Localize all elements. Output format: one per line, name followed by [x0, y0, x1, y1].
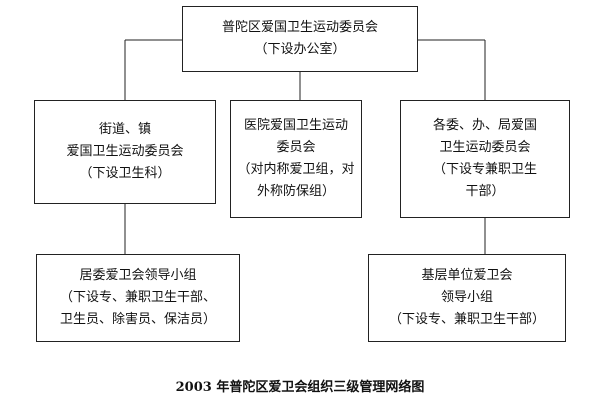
- node-text-line: （下设专兼职卫生: [432, 162, 537, 177]
- node-text-line: 街道、镇: [98, 122, 151, 137]
- node-grassroots-unit-group: 基层单位爱卫会 领导小组 （下设专、兼职卫生干部）: [368, 254, 566, 342]
- node-text-line: 领导小组: [440, 290, 493, 305]
- node-text-line: 医院爱国卫生运动: [243, 118, 348, 133]
- node-hospital-committee: 医院爱国卫生运动 委员会 （对内称爱卫组，对 外称防保组）: [230, 100, 362, 218]
- node-text-line: （下设办公室）: [254, 42, 346, 57]
- node-text-line: （下设专、兼职卫生干部）: [388, 312, 545, 327]
- node-text-line: 基层单位爱卫会: [421, 268, 513, 283]
- figure-caption: 2003 年普陀区爱卫会组织三级管理网络图: [175, 380, 425, 395]
- node-residents-committee-group: 居委爱卫会领导小组 （下设专、兼职卫生干部、 卫生员、除害员、保洁员）: [36, 254, 240, 342]
- node-text-line: （对内称爱卫组，对: [237, 162, 355, 177]
- node-text-line: 委员会: [276, 140, 316, 155]
- node-text-line: （下设卫生科）: [79, 166, 171, 181]
- node-text-line: 卫生员、除害员、保洁员）: [59, 312, 216, 327]
- node-text-line: 普陀区爱国卫生运动委员会: [221, 20, 378, 35]
- node-bureau-committee: 各委、办、局爱国 卫生运动委员会 （下设专兼职卫生 干部）: [400, 100, 570, 218]
- node-text-line: 外称防保组）: [256, 184, 335, 199]
- node-text-line: 卫生运动委员会: [439, 140, 531, 155]
- node-district-committee: 普陀区爱国卫生运动委员会 （下设办公室）: [182, 6, 418, 72]
- node-text-line: 居委爱卫会领导小组: [79, 268, 197, 283]
- node-text-line: （下设专、兼职卫生干部、: [59, 290, 216, 305]
- node-text-line: 干部）: [465, 184, 505, 199]
- node-text-line: 爱国卫生运动委员会: [66, 144, 184, 159]
- node-street-town-committee: 街道、镇 爱国卫生运动委员会 （下设卫生科）: [34, 100, 216, 204]
- node-text-line: 各委、办、局爱国: [432, 118, 537, 133]
